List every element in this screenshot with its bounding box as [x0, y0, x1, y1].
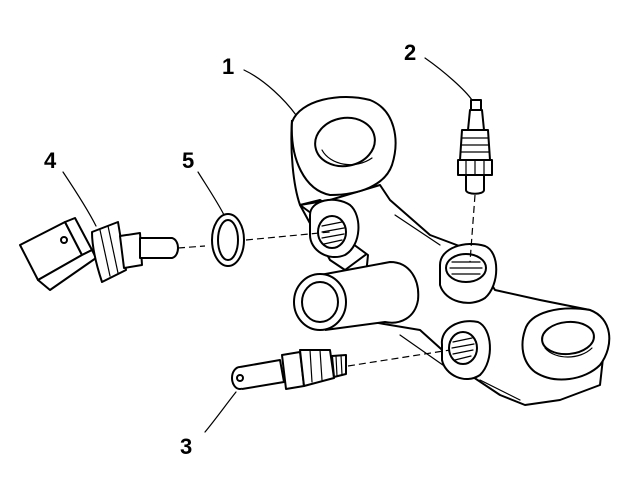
callout-4: 4	[44, 148, 57, 173]
sensor-4-centerline-a	[177, 245, 206, 249]
callout-1-leader	[243, 69, 297, 116]
sensor-3	[231, 349, 347, 390]
sensor-3-centerline	[347, 349, 451, 367]
callout-3-leader	[204, 391, 237, 433]
callout-1: 1	[222, 54, 234, 79]
callout-5-leader	[197, 171, 225, 216]
thermostat-housing	[290, 96, 611, 406]
callout-2-leader	[424, 57, 473, 101]
sensor-4	[19, 217, 179, 291]
o-ring-centerline	[245, 231, 331, 241]
sensor-2-centerline	[469, 194, 476, 263]
callout-5: 5	[182, 148, 194, 173]
o-ring-5	[211, 213, 245, 267]
callout-4-leader	[62, 171, 97, 227]
callout-3: 3	[180, 434, 192, 459]
callout-2: 2	[404, 40, 416, 65]
sensor-2	[457, 99, 493, 195]
